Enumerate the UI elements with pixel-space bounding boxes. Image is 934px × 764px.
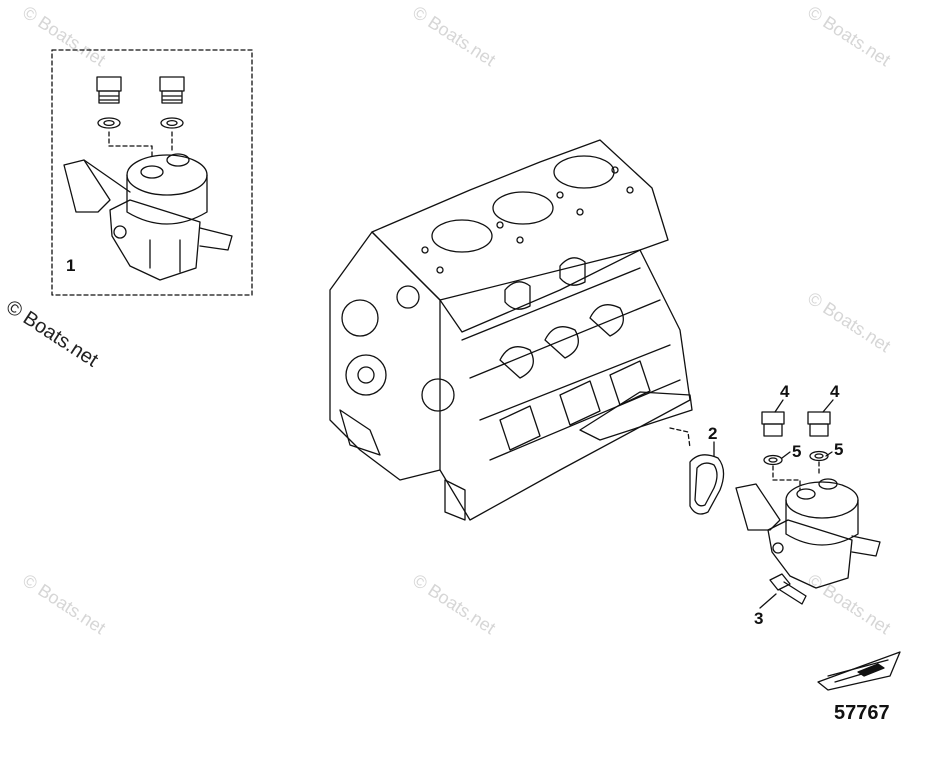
callout-3: 3 xyxy=(754,609,764,628)
bolt xyxy=(769,573,807,605)
inset-fitting-left xyxy=(96,76,122,129)
figure-number: 57767 xyxy=(834,702,890,724)
callout-4-left: 4 xyxy=(780,382,790,401)
callout-5-left: 5 xyxy=(792,442,802,461)
boat-logo-icon xyxy=(817,651,901,691)
callout-1: 1 xyxy=(66,256,76,275)
fuel-pump xyxy=(735,478,881,589)
inset-fitting-right xyxy=(159,76,185,129)
gasket xyxy=(689,454,725,515)
fitting-4-right xyxy=(807,411,831,462)
engine-block xyxy=(329,139,693,521)
callout-2: 2 xyxy=(708,424,718,443)
inset-frame xyxy=(51,49,253,296)
fitting-4-left xyxy=(761,411,785,466)
callout-5-right: 5 xyxy=(834,440,844,459)
callout-4-right: 4 xyxy=(830,382,840,401)
inset-fuel-pump xyxy=(63,153,233,281)
